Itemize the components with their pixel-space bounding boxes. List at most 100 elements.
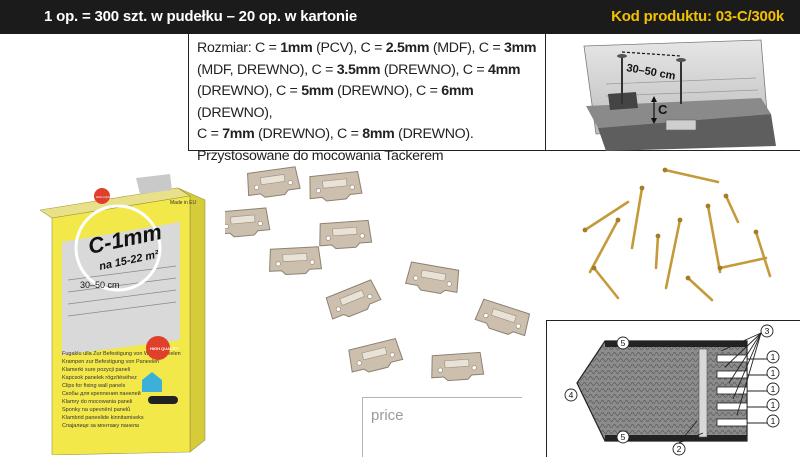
callout-number: 3 — [765, 326, 770, 336]
callout-circle — [672, 442, 686, 456]
clip-item — [309, 171, 363, 202]
clip-item — [325, 279, 382, 320]
box-distance-label: 30–50 cm — [80, 280, 120, 290]
clip-item — [405, 261, 460, 295]
nail-head — [615, 217, 621, 223]
nail-head — [662, 167, 668, 173]
clip-item — [474, 298, 531, 337]
box-quality-badge-top: HIGH QUALITY — [96, 195, 117, 199]
spec-value: 7mm — [222, 126, 255, 142]
spec-text: (MDF), C = — [429, 40, 504, 56]
callout-leader — [732, 332, 762, 400]
spec-line: (MDF, DREWNO), C = 3.5mm (DREWNO), C = 4… — [197, 60, 539, 82]
price-label: price — [371, 407, 404, 424]
nail-item — [588, 218, 620, 274]
callout-circle — [616, 336, 630, 350]
svg-text:Fugaklu ulla Zur Befestigung v: Fugaklu ulla Zur Befestigung von Wandpan… — [62, 351, 181, 357]
clip-item — [319, 219, 373, 250]
spec-text: (DREWNO), C = — [333, 83, 442, 99]
spec-value: 6mm — [441, 83, 474, 99]
product-code: Kod produktu: 03-C/300k — [611, 8, 784, 25]
callout-leader — [720, 332, 762, 352]
clip-item — [247, 166, 301, 198]
nails-image — [570, 160, 795, 310]
nail-item — [654, 234, 660, 270]
nail-item — [754, 230, 772, 278]
nail-item — [706, 204, 722, 274]
spec-line: Przystosowane do mocowania Tackerem — [197, 146, 539, 168]
svg-text:Kapcsok panelek rögzítéséhez: Kapcsok panelek rögzítéséhez — [62, 375, 137, 381]
box-made-in: Made in EU — [170, 200, 197, 206]
nail-item — [630, 186, 644, 250]
box-quality-badge: HIGH QUALITY — [150, 346, 179, 351]
clip-item — [217, 207, 271, 238]
nail-head — [582, 227, 588, 233]
spec-line: Rozmiar: C = 1mm (PCV), C = 2.5mm (MDF),… — [197, 38, 539, 60]
clip-item — [269, 246, 323, 276]
nail-item — [583, 200, 630, 232]
product-box-image: C-1mm na 15-22 m² 30–50 cm HIGH QUALITY … — [39, 170, 210, 456]
spec-text: (DREWNO), — [197, 104, 273, 121]
spec-line: C = 7mm (DREWNO), C = 8mm (DREWNO). — [197, 124, 539, 146]
callout-circle — [564, 388, 578, 402]
callout-circle — [616, 430, 630, 444]
callout-number: 4 — [569, 390, 574, 400]
box-desc-lines: Fugaklu ulla Zur Befestigung von Wandpan… — [62, 351, 181, 429]
spec-text: (PCV), C = — [312, 40, 386, 56]
svg-text:Clips for fixing wall panels: Clips for fixing wall panels — [62, 383, 126, 389]
spec-value: 3.5mm — [336, 61, 381, 78]
callout-number: 1 — [771, 352, 776, 362]
clip-item — [431, 351, 485, 382]
top-bar: 1 op. = 300 szt. w pudełku – 20 op. w ka… — [0, 0, 800, 34]
callout-circle — [766, 350, 780, 364]
nail-item — [718, 256, 768, 270]
callout-circle — [766, 398, 780, 412]
spec-value: 4mm — [488, 61, 521, 78]
callout-leader — [678, 432, 704, 444]
nail-item — [724, 194, 740, 224]
spec-text: (DREWNO), C = — [380, 61, 488, 78]
callout-number: 1 — [771, 400, 776, 410]
installation-illustration: 30–50 cm C — [546, 34, 800, 151]
spec-line: (DREWNO), C = 5mm (DREWNO), C = 6mm (DRE… — [197, 81, 539, 124]
svg-text:Спајалице за монтажу панела: Спајалице за монтажу панела — [62, 423, 140, 429]
svg-text:Sponky na upevnění panelů: Sponky na upevnění panelů — [62, 406, 130, 413]
nail-head — [705, 203, 711, 209]
callout-circle — [760, 324, 774, 338]
spec-text: Przystosowane do mocowania Tackerem — [197, 147, 444, 164]
clip-item — [348, 337, 404, 373]
spec-value: 8mm — [362, 126, 395, 142]
nail-head — [753, 229, 759, 235]
callout-number: 1 — [771, 416, 776, 426]
callout-leader — [728, 332, 762, 384]
nail-head — [677, 217, 683, 223]
spec-text: Rozmiar: C = — [197, 40, 281, 56]
svg-text:Klamerki sure pozycji paneli: Klamerki sure pozycji paneli — [62, 367, 130, 373]
clips-image — [217, 160, 545, 410]
spec-text: (MDF, DREWNO), C = — [197, 61, 337, 78]
nail-item — [592, 266, 620, 300]
nail-item — [664, 218, 682, 290]
spec-value: 3mm — [504, 40, 537, 56]
callout-leader — [736, 332, 762, 416]
spec-box: Rozmiar: C = 1mm (PCV), C = 2.5mm (MDF),… — [188, 34, 546, 164]
callout-number: 2 — [677, 444, 682, 454]
callout-circle — [766, 382, 780, 396]
nail-head — [723, 193, 729, 199]
svg-text:Krampen zur Befestigung von Pa: Krampen zur Befestigung von Paneelen — [62, 359, 159, 365]
callout-number: 5 — [621, 432, 626, 442]
packaging-info: 1 op. = 300 szt. w pudełku – 20 op. w ka… — [44, 8, 357, 25]
nail-head — [717, 265, 723, 271]
callout-number: 1 — [771, 384, 776, 394]
spec-text: (DREWNO), C = — [254, 126, 363, 142]
installation-drawing: 30–50 cm C — [583, 39, 776, 151]
spec-text: C = — [197, 126, 223, 142]
nail-head — [591, 265, 597, 271]
spec-value: 2.5mm — [385, 40, 430, 56]
callout-circle — [766, 366, 780, 380]
nail-head — [685, 275, 691, 281]
price-box: price — [362, 397, 522, 457]
callout-leader — [678, 420, 698, 444]
callout-number: 1 — [771, 368, 776, 378]
